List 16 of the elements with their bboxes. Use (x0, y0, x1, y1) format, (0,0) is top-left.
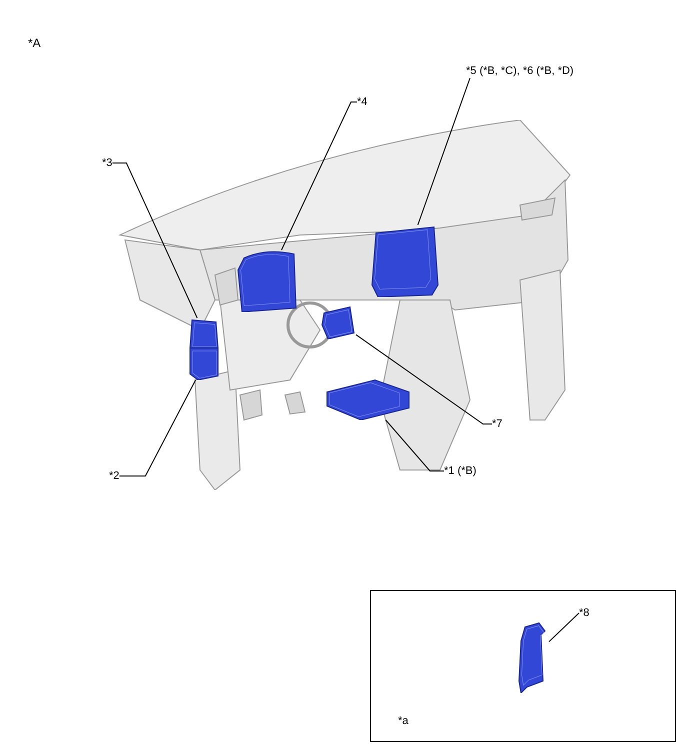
leader-line (417, 78, 470, 226)
leader-line (385, 420, 444, 472)
callout-label: *5 (*B, *C), *6 (*B, *D) (466, 64, 574, 78)
callout-label: *3 (102, 156, 112, 170)
callout-label: *7 (492, 417, 502, 431)
callout-label: *2 (109, 469, 120, 483)
leader-line (548, 612, 580, 642)
view-label: *A (28, 35, 41, 52)
callout-label: *8 (579, 606, 590, 620)
callout-label: *4 (357, 95, 368, 109)
inset-frame (370, 590, 676, 742)
leader-line (356, 334, 492, 424)
view-label: *a (398, 714, 408, 729)
leader-line (118, 380, 196, 476)
callout-label: *1 (*B) (444, 464, 476, 478)
leader-line (112, 162, 198, 318)
